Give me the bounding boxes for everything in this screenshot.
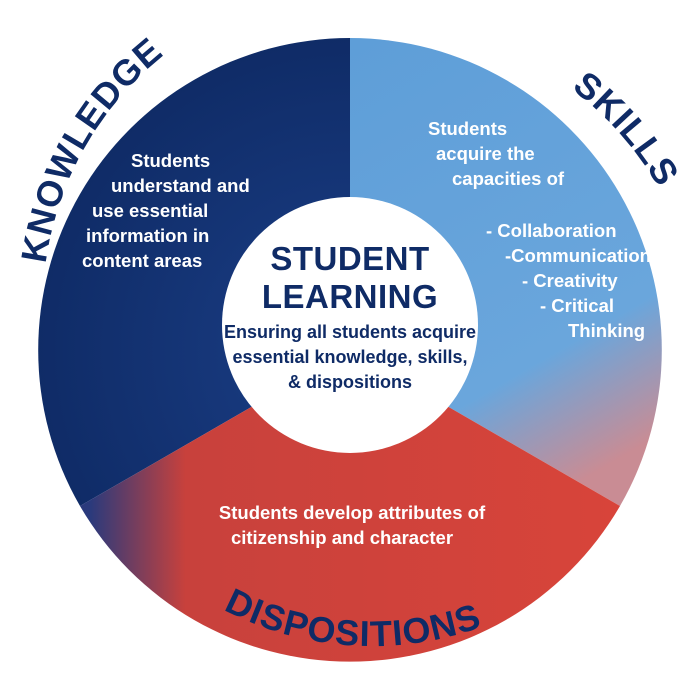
center-subtitle-line3: & dispositions xyxy=(287,372,412,392)
skills-description: Students acquire the capacities of - Col… xyxy=(0,116,700,343)
knowledge-line: Students xyxy=(131,150,211,171)
dispositions-line: Students develop attributes of xyxy=(218,502,486,523)
center-title: STUDENT LEARNING xyxy=(230,240,470,316)
center-title-line1: STUDENT xyxy=(270,240,430,277)
skills-line: Students xyxy=(428,118,508,139)
dispositions-line: citizenship and character xyxy=(230,527,454,548)
skills-line: capacities of xyxy=(452,168,565,189)
knowledge-line: content areas xyxy=(82,250,203,271)
knowledge-line: understand and xyxy=(111,175,250,196)
skills-line: - Creativity xyxy=(522,270,618,291)
knowledge-line: information in xyxy=(86,225,210,246)
skills-line: -Communication xyxy=(505,245,651,266)
center-subtitle-line1: Ensuring all students acquire xyxy=(223,322,477,342)
knowledge-line: use essential xyxy=(92,200,209,221)
dispositions-sector xyxy=(80,350,620,662)
center-subtitle: Ensuring all students acquire essential … xyxy=(215,320,485,395)
knowledge-description: Students understand and use essential in… xyxy=(0,148,300,273)
center-circle xyxy=(222,197,478,453)
center-subtitle-line2: essential knowledge, skills, xyxy=(232,347,468,367)
skills-line: acquire the xyxy=(436,143,535,164)
skills-line: - Critical xyxy=(540,295,615,316)
skills-line: - Collaboration xyxy=(486,220,617,241)
skills-line: Thinking xyxy=(568,320,646,341)
dispositions-description: Students develop attributes of citizensh… xyxy=(0,500,700,550)
center-title-line2: LEARNING xyxy=(261,278,439,315)
